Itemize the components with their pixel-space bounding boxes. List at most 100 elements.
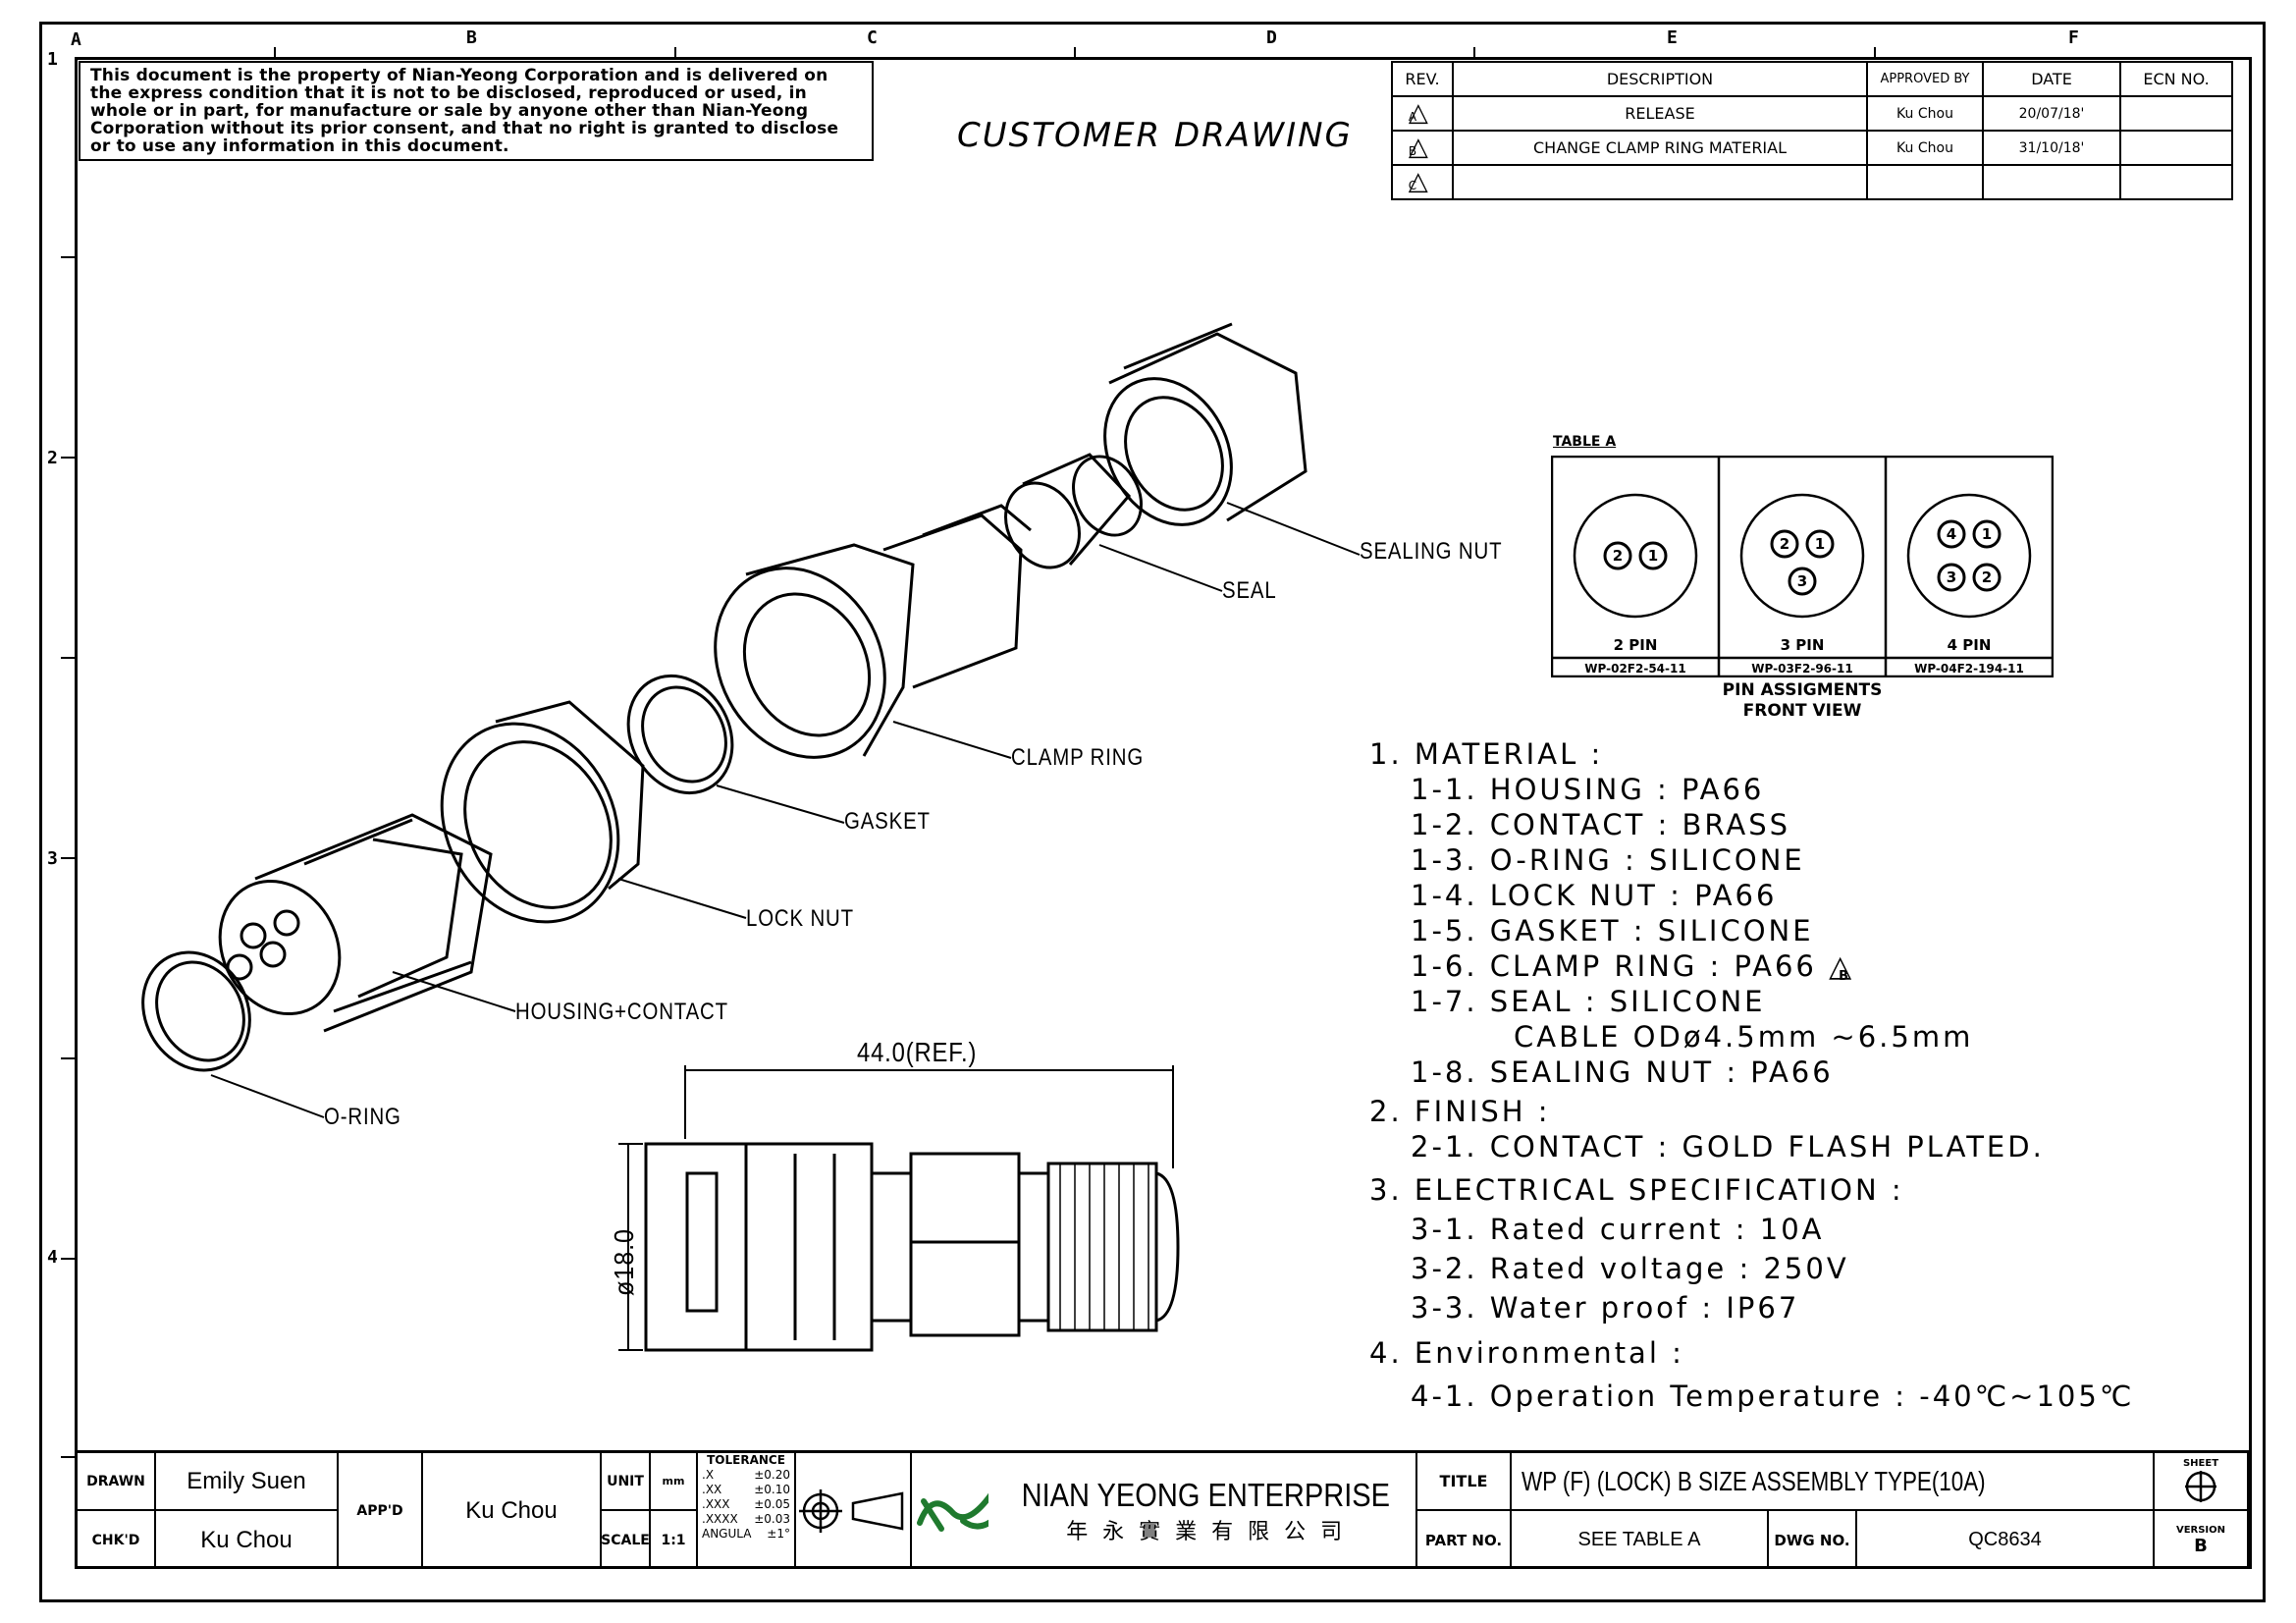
- appd-label: APP'D: [339, 1453, 423, 1569]
- pin-table-caption-1: PIN ASSIGMENTS: [1722, 680, 1883, 700]
- company-name-block: NIAN YEONG ENTERPRISE 年 永 實 業 有 限 公 司: [996, 1477, 1415, 1545]
- rev-c-marker: △C: [1391, 164, 1454, 200]
- unit-label: UNIT: [602, 1453, 651, 1511]
- side-view-drawing: [644, 1142, 1180, 1352]
- rev-b-date: 31/10/18': [1982, 130, 2121, 166]
- rev-c-ecn: [2119, 164, 2233, 200]
- rev-header-description: DESCRIPTION: [1452, 61, 1868, 97]
- scale-label: SCALE: [601, 1511, 651, 1569]
- pin-2pin-1: [1638, 541, 1668, 570]
- rev-b-letter: B: [1408, 143, 1417, 158]
- rev-b-marker-icon: △B: [1829, 949, 1854, 984]
- spec-line: 1-5. GASKET : SILICONE: [1411, 914, 1814, 947]
- rev-header-date: DATE: [1982, 61, 2121, 97]
- pin-4pin-part: WP-04F2-194-11: [1914, 662, 2024, 676]
- drawn-value: Emily Suen: [156, 1453, 339, 1511]
- rev-a-description: RELEASE: [1452, 95, 1868, 132]
- rev-a-letter: A: [1408, 109, 1417, 124]
- housing-contact-part: [218, 813, 493, 1033]
- spec-line: 1-3. O-RING : SILICONE: [1411, 843, 1805, 877]
- pin-3pin-part: WP-03F2-96-11: [1751, 662, 1852, 676]
- spec-line: 4-1. Operation Temperature : -40℃~105℃: [1411, 1380, 2135, 1413]
- spec-line: 1-8. SEALING NUT : PA66: [1411, 1055, 1834, 1089]
- callout-lock-nut: LOCK NUT: [746, 905, 854, 932]
- pin-3pin-3-label: 3: [1797, 572, 1807, 590]
- pin-4pin-title: 4 PIN: [1948, 636, 1992, 654]
- chkd-label: CHK'D: [78, 1511, 156, 1569]
- zone-col-e: E: [1667, 27, 1678, 48]
- spec-line: CABLE ODø4.5mm ~6.5mm: [1514, 1020, 1974, 1054]
- tolerance-key: .X: [702, 1468, 715, 1482]
- title-label: TITLE: [1417, 1453, 1512, 1511]
- dimension-length: 44.0(REF.): [857, 1037, 978, 1067]
- pin-table-title: TABLE A: [1553, 434, 1617, 450]
- tolerance-value: ±0.03: [754, 1512, 790, 1526]
- rev-c-date: [1982, 164, 2121, 200]
- pin-3pin-1-label: 1: [1815, 535, 1825, 553]
- company-logo-icon: [917, 1492, 989, 1532]
- drawing-title-text: WP (F) (LOCK) B SIZE ASSEMBLY TYPE(10A): [1522, 1465, 1986, 1496]
- title-block: DRAWN CHK'D Emily Suen Ku Chou APP'D Ku …: [78, 1450, 2249, 1569]
- version-cell: VERSION B: [2155, 1511, 2249, 1569]
- customer-drawing-title: CUSTOMER DRAWING: [957, 116, 1353, 155]
- zone-col-c: C: [867, 27, 878, 48]
- spec-line: 1-2. CONTACT : BRASS: [1411, 808, 1791, 841]
- tolerance-box: TOLERANCE .X±0.20 .XX±0.10 .XXX±0.05 .XX…: [698, 1453, 796, 1569]
- part-no-value: SEE TABLE A: [1512, 1511, 1769, 1569]
- drawing-title-value: WP (F) (LOCK) B SIZE ASSEMBLY TYPE(10A): [1512, 1453, 2155, 1511]
- rev-c-approved: [1866, 164, 1984, 200]
- pin-3pin-title: 3 PIN: [1781, 636, 1825, 654]
- zone-row-1: 1: [47, 49, 58, 70]
- tolerance-key: .XXX: [702, 1497, 730, 1511]
- company-block: NIAN YEONG ENTERPRISE 年 永 實 業 有 限 公 司: [912, 1453, 1417, 1569]
- tolerance-value: ±1°: [767, 1527, 790, 1541]
- pin-4pin-3: [1937, 563, 1966, 592]
- zone-row-4: 4: [47, 1247, 58, 1268]
- spec-line: 3. ELECTRICAL SPECIFICATION :: [1369, 1173, 1904, 1207]
- rev-b-description: CHANGE CLAMP RING MATERIAL: [1452, 130, 1868, 166]
- company-name-cn: 年 永 實 業 有 限 公 司: [1066, 1520, 1347, 1544]
- rev-a-date: 20/07/18': [1982, 95, 2121, 132]
- revision-table: REV. DESCRIPTION APPROVED BY DATE ECN NO…: [1391, 61, 2233, 200]
- pin-4pin-1: [1972, 519, 2002, 549]
- dimension-lines: [618, 1065, 1174, 1351]
- pin-3pin-1: [1805, 529, 1835, 559]
- projection-symbol: [796, 1453, 912, 1569]
- spec-line: 3-1. Rated current : 10A: [1411, 1213, 1825, 1246]
- rev-a-approved: Ku Chou: [1866, 95, 1984, 132]
- zone-col-f: F: [2068, 27, 2079, 48]
- spec-line: 2. FINISH :: [1369, 1095, 1551, 1128]
- dimension-diameter: ø18.0: [609, 1228, 639, 1296]
- seal-part: [1004, 453, 1143, 569]
- appd-value: Ku Chou: [423, 1453, 602, 1569]
- zone-col-b: B: [466, 27, 477, 48]
- rev-c-description: [1452, 164, 1868, 200]
- outer-frame: [39, 22, 2266, 1602]
- clamp-ring-part: [714, 504, 1032, 759]
- rev-header-approved: APPROVED BY: [1866, 61, 1984, 97]
- spec-line: 3-3. Water proof : IP67: [1411, 1291, 1800, 1325]
- dwg-no-label: DWG NO.: [1769, 1511, 1857, 1569]
- pin-4pin-4: [1937, 519, 1966, 549]
- callout-o-ring: O-RING: [324, 1104, 401, 1130]
- pin-assignment-table: 2 1 2 1 3 4 1 3 2 2 PIN 3 PIN 4 PIN WP-0…: [1551, 456, 2054, 677]
- sealing-nut-part: [1103, 322, 1308, 526]
- gasket-part: [626, 674, 734, 795]
- rev-header-ecn: ECN NO.: [2119, 61, 2233, 97]
- spec-line: 3-2. Rated voltage : 250V: [1411, 1252, 1849, 1285]
- pin-2pin-1-label: 1: [1648, 547, 1658, 565]
- zone-col-d: D: [1266, 27, 1277, 48]
- specification-list: 1. MATERIAL : 1-1. HOUSING : PA66 1-2. C…: [1369, 736, 2134, 1414]
- scale-value: 1:1: [651, 1511, 698, 1569]
- version-label: VERSION: [2175, 1524, 2226, 1536]
- tolerance-row: .X±0.20: [702, 1468, 790, 1483]
- pin-2pin-title: 2 PIN: [1614, 636, 1658, 654]
- tolerance-row: .XXXX±0.03: [702, 1512, 790, 1527]
- pin-2pin-2-label: 2: [1613, 547, 1623, 565]
- drawn-label: DRAWN: [78, 1453, 156, 1511]
- tolerance-row: .XX±0.10: [702, 1483, 790, 1497]
- tolerance-key: .XX: [702, 1483, 722, 1496]
- tolerance-row: ANGULA±1°: [702, 1527, 790, 1542]
